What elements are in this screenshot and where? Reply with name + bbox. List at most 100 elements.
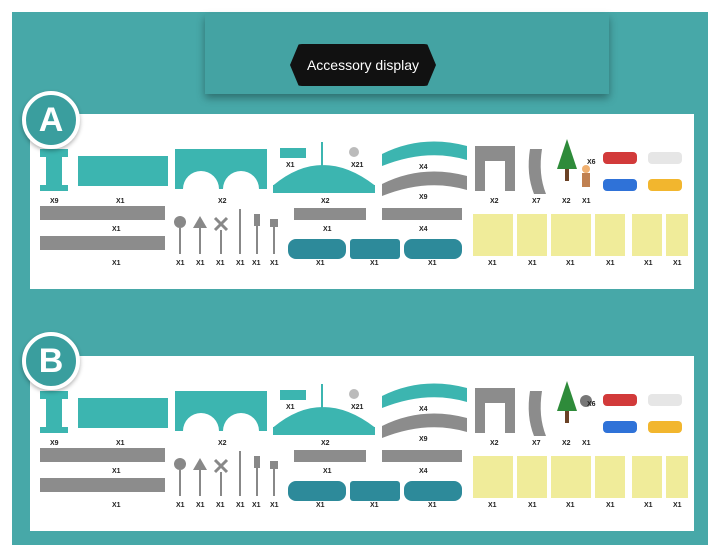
qty-label: X1 [236, 502, 245, 509]
qty-label: X1 [582, 440, 591, 447]
qty-label: X1 [566, 502, 575, 509]
qty-label: X2 [218, 440, 227, 447]
arch-bridge-icon [175, 391, 267, 431]
panel-a-illustration [40, 139, 688, 259]
long-gray-track-icon [40, 206, 165, 250]
round-peg-icon [349, 389, 359, 399]
small-piece-icon [280, 148, 306, 158]
qty-label: X1 [528, 502, 537, 509]
qty-label: X1 [323, 226, 332, 233]
long-gray-track-icon [40, 448, 165, 492]
qty-label: X1 [644, 260, 653, 267]
qty-label: X4 [419, 468, 428, 475]
qty-label: X1 [528, 260, 537, 267]
qty-label: X1 [176, 502, 185, 509]
title-pill [290, 44, 436, 86]
small-piece-icon [280, 390, 306, 400]
qty-label: X6 [587, 401, 596, 408]
signs-icon [174, 451, 278, 496]
suspension-bridge-icon [273, 384, 375, 435]
gray-track-pieces-icon [294, 450, 462, 462]
qty-label: X4 [419, 406, 428, 413]
curved-track-gray-icon [382, 413, 467, 438]
qty-label: X1 [286, 404, 295, 411]
qty-label: X2 [321, 440, 330, 447]
curved-track-teal-icon [382, 383, 467, 408]
curved-gray-piece-icon [528, 391, 546, 436]
qty-label: X1 [112, 260, 121, 267]
straight-track-icon [78, 398, 168, 428]
badge-a [22, 91, 80, 149]
qty-label: X1 [673, 502, 682, 509]
qty-label: X2 [490, 440, 499, 447]
qty-label: X1 [112, 226, 121, 233]
qty-label: X1 [316, 260, 325, 267]
train-icon [288, 239, 462, 259]
qty-label: X1 [488, 502, 497, 509]
panel-a: X9 X1 X2 X1 X2 X21 X4 X9 X2 X7 X2 X1 X6 … [30, 114, 694, 289]
qty-label: X1 [176, 260, 185, 267]
qty-label: X1 [216, 502, 225, 509]
pillar-icon [40, 149, 68, 191]
qty-label: X9 [50, 440, 59, 447]
tunnel-icon [475, 388, 515, 433]
qty-label: X2 [562, 440, 571, 447]
figure-icon [582, 165, 590, 187]
qty-label: X7 [532, 198, 541, 205]
qty-label: X1 [116, 440, 125, 447]
qty-label: X1 [270, 260, 279, 267]
qty-label: X1 [566, 260, 575, 267]
qty-label: X1 [370, 260, 379, 267]
qty-label: X9 [419, 194, 428, 201]
wheel-icon [580, 395, 592, 407]
qty-label: X9 [419, 436, 428, 443]
qty-label: X1 [286, 162, 295, 169]
qty-label: X1 [582, 198, 591, 205]
qty-label: X1 [116, 198, 125, 205]
qty-label: X1 [606, 502, 615, 509]
qty-label: X1 [673, 260, 682, 267]
qty-label: X6 [587, 159, 596, 166]
pillar-icon [40, 391, 68, 433]
badge-b [22, 332, 80, 390]
qty-label: X2 [321, 198, 330, 205]
tree-icon [557, 381, 577, 423]
qty-label: X2 [562, 198, 571, 205]
train-icon [288, 481, 462, 501]
qty-label: X1 [216, 260, 225, 267]
panel-b-illustration [40, 381, 688, 501]
qty-label: X7 [532, 440, 541, 447]
badge-a-label: A [38, 101, 64, 139]
curved-gray-piece-icon [528, 149, 546, 194]
qty-label: X4 [419, 226, 428, 233]
qty-label: X1 [236, 260, 245, 267]
qty-label: X1 [428, 260, 437, 267]
qty-label: X21 [351, 404, 364, 411]
page-title: Accessory display [306, 57, 420, 73]
qty-label: X1 [606, 260, 615, 267]
building-cards-icon [473, 214, 688, 256]
gray-track-pieces-icon [294, 208, 462, 220]
qty-label: X1 [252, 502, 261, 509]
qty-label: X1 [196, 260, 205, 267]
qty-label: X1 [370, 502, 379, 509]
panel-b: X9 X1 X2 X1 X2 X21 X4 X9 X2 X7 X2 X1 X6 … [30, 356, 694, 531]
building-cards-icon [473, 456, 688, 498]
qty-label: X1 [428, 502, 437, 509]
tree-icon [557, 139, 577, 181]
qty-label: X1 [270, 502, 279, 509]
qty-label: X1 [644, 502, 653, 509]
qty-label: X4 [419, 164, 428, 171]
qty-label: X2 [218, 198, 227, 205]
badge-b-label: B [38, 342, 64, 380]
cars-icon [603, 394, 682, 433]
qty-label: X9 [50, 198, 59, 205]
qty-label: X1 [488, 260, 497, 267]
straight-track-icon [78, 156, 168, 186]
curved-track-gray-icon [382, 171, 467, 196]
arch-bridge-icon [175, 149, 267, 189]
qty-label: X1 [323, 468, 332, 475]
qty-label: X1 [112, 468, 121, 475]
qty-label: X1 [252, 260, 261, 267]
